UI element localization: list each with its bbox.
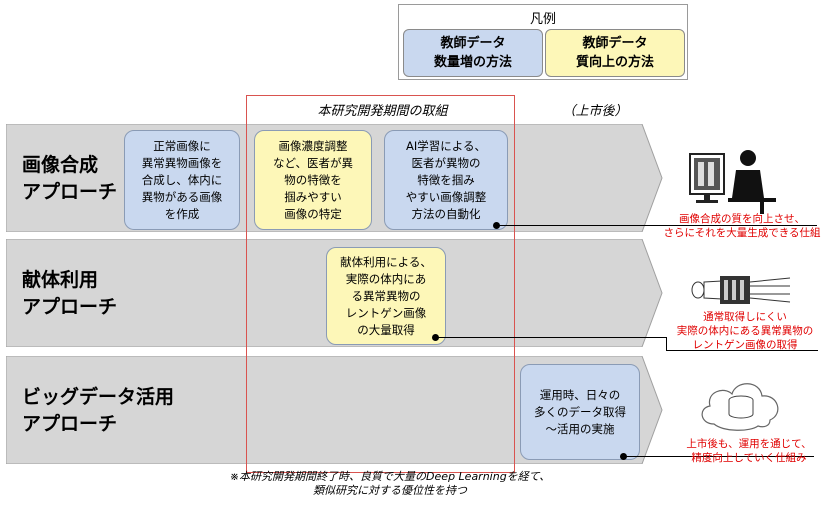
research-period-frame [246, 95, 515, 473]
box-operation-data: 運用時、日々の 多くのデータ取得 ～活用の実施 [520, 364, 640, 460]
connector-dot [432, 334, 439, 341]
box-cadaver-xray: 献体利用による、 実際の体内にあ る異常異物の レントゲン画像 の大量取得 [326, 247, 446, 345]
row-label: 画像合成 アプローチ [22, 154, 118, 203]
connector-line [436, 337, 666, 338]
connector-dot [620, 453, 627, 460]
header-post-market: （上市後） [562, 104, 628, 119]
legend: 凡例 教師データ 数量増の方法 教師データ 質向上の方法 [398, 4, 688, 80]
row-label: 献体利用 アプローチ [22, 269, 118, 318]
row-label: ビッグデータ活用 アプローチ [22, 386, 175, 435]
box-synthesize-foreign-object: 正常画像に 異常異物画像を 合成し、体内に 異物がある画像 を作成 [124, 130, 240, 230]
note-post-market: 上市後も、運用を通じて、 精度向上していく仕組み [686, 438, 812, 464]
note-cadaver-xray: 通常取得しにくい 実際の体内にある異常異物の レントゲン画像の取得 [676, 311, 814, 351]
legend-title: 凡例 [529, 12, 556, 27]
connector-dot [493, 222, 500, 229]
legend-item-quantity: 教師データ 数量増の方法 [403, 29, 543, 77]
connector-line [666, 337, 667, 351]
box-image-density-adjust: 画像濃度調整 など、医者が異 物の特徴を 掴みやすい 画像の特定 [254, 130, 372, 230]
band-bigdata: ビッグデータ活用 アプローチ [6, 356, 666, 464]
box-ai-auto-adjust: AI学習による、 医者が異物の 特徴を掴み やすい画像調整 方法の自動化 [384, 130, 508, 230]
footnote: ※本研究開発期間終了時、良質で大量のDeep Learningを経て、 類似研究… [229, 470, 551, 497]
legend-item-quality: 教師データ 質向上の方法 [545, 29, 685, 77]
note-synthesis-quality: 画像合成の質を向上させ、 さらにそれを大量生成できる仕組 [663, 213, 821, 239]
connector-line [666, 350, 818, 351]
cloud-database-icon [701, 383, 779, 431]
connector-line [624, 456, 814, 457]
doctor-at-monitor-icon [689, 150, 776, 214]
band-arrow-shape [6, 356, 663, 464]
header-research-period: 本研究開発期間の取組 [317, 104, 448, 119]
connector-line [497, 225, 817, 226]
body-xray-icon [691, 276, 791, 304]
